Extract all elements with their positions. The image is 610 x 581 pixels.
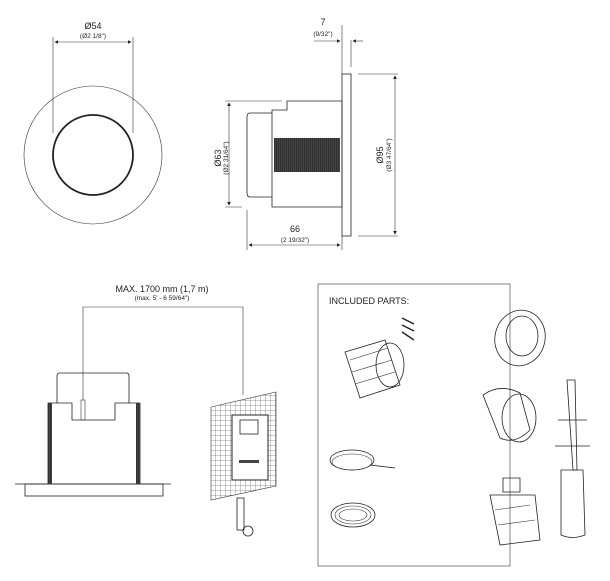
connection-line <box>82 306 244 400</box>
body <box>271 100 343 208</box>
air-tube-coil-icon <box>329 449 396 471</box>
button-cap-icon <box>482 388 537 443</box>
screws-icon <box>401 317 415 341</box>
dim-54-mm: Ø54 <box>84 21 101 31</box>
valve-assembly-icon <box>489 477 541 546</box>
max-distance-label-in: (max. 5' - 6 59/64") <box>135 295 190 302</box>
button-outline <box>52 114 134 196</box>
dim-95-mm: Ø95 <box>375 146 385 163</box>
included-parts-title: INCLUDED PARTS: <box>329 296 409 306</box>
wall-plate <box>24 483 164 497</box>
dim-63-in: (Ø2 31/64") <box>223 141 230 174</box>
thread <box>274 138 340 172</box>
cover-plate-outline <box>23 85 163 225</box>
installation-view: MAX. 1700 mm (1,7 m) (max. 5' - 6 59/64"… <box>15 284 277 537</box>
side-view: 7 (9/32") Ø63 (Ø2 31/64") Ø95 (Ø3 47/64"… <box>213 17 398 250</box>
max-distance-label: MAX. 1700 mm (1,7 m) <box>115 284 208 294</box>
dim-95-in: (Ø3 47/64") <box>386 138 393 171</box>
included-parts-box: INCLUDED PARTS: <box>317 283 590 567</box>
front-view: Ø54 (Ø2 1/8") <box>23 21 163 225</box>
mounting-box <box>47 402 141 484</box>
dim-63-mm: Ø63 <box>213 149 223 166</box>
dim-7-mm: 7 <box>320 17 325 27</box>
tube-roll-icon <box>330 502 376 528</box>
front-cap <box>246 112 272 198</box>
mounting-box-icon <box>344 339 405 399</box>
dim-66-in: (2 19/32") <box>281 237 309 244</box>
actuator-rod-icon <box>555 379 590 538</box>
flange <box>341 73 352 237</box>
dim-7-in: (9/32") <box>313 31 332 38</box>
dim-54-in: (Ø2 1/8") <box>80 33 106 40</box>
dim-66-mm: 66 <box>290 224 300 234</box>
cover-ring-icon <box>494 309 546 367</box>
